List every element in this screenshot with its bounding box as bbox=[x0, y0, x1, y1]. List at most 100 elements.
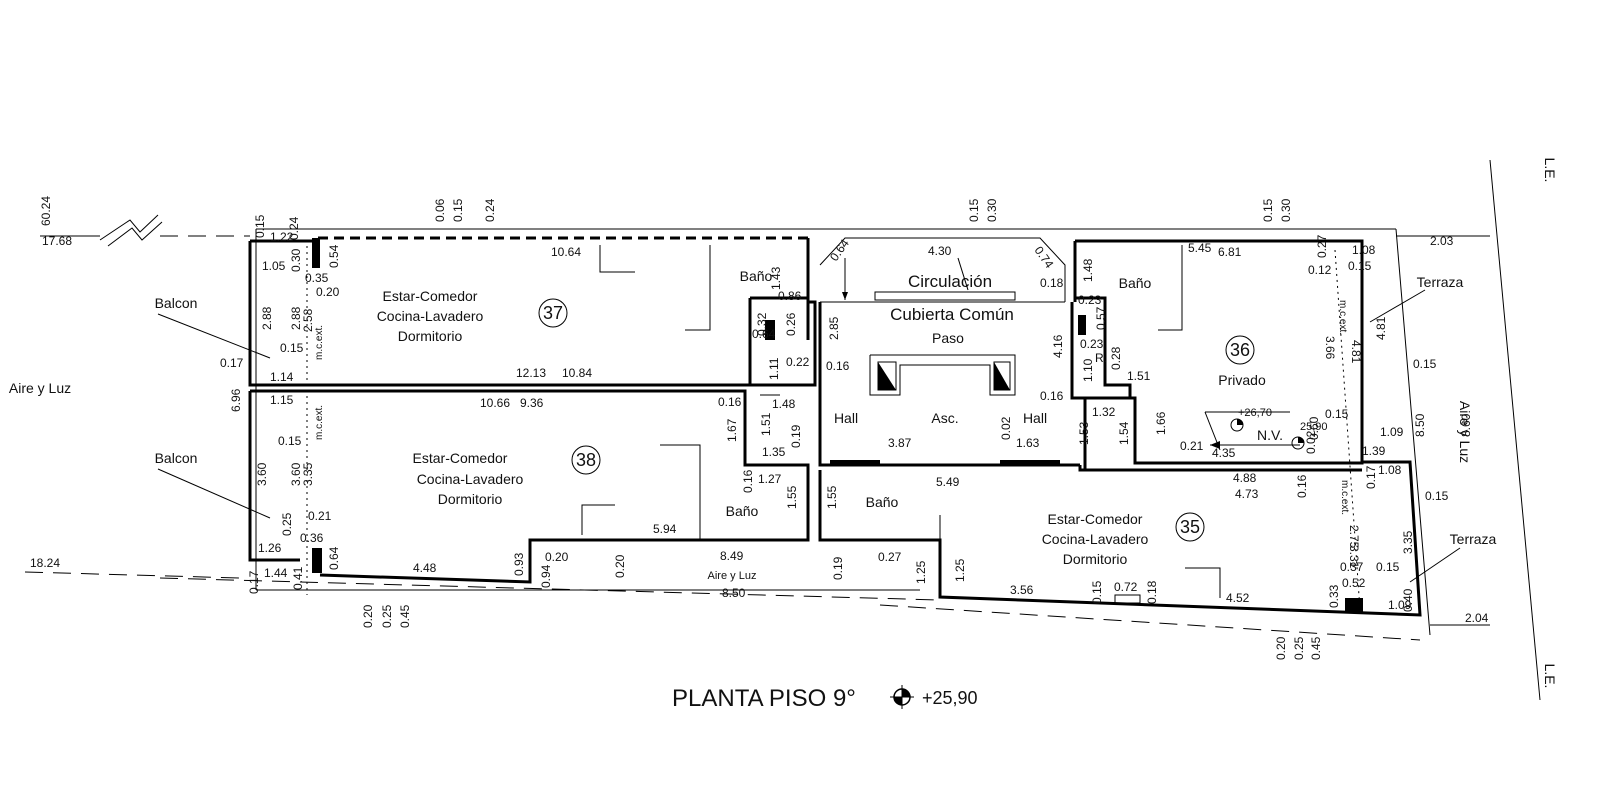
label-terraza-35: Terraza bbox=[1450, 531, 1497, 547]
dimension-label: 2.04 bbox=[1465, 611, 1489, 625]
dimension-label: 0.16 bbox=[718, 395, 742, 409]
dimension-label: 0.20 bbox=[613, 554, 627, 578]
dimension-label: 1.32 bbox=[1092, 405, 1116, 419]
dimension-label: 18.24 bbox=[30, 556, 60, 570]
dimension-label: 8.50 bbox=[722, 586, 746, 600]
dimension-label: 1.08 bbox=[1378, 463, 1402, 477]
dimension-label: 0.15 bbox=[1261, 198, 1275, 222]
dimension-label: 9.36 bbox=[520, 396, 544, 410]
dimension-label: 4.35 bbox=[1212, 446, 1236, 460]
unit-38-circle bbox=[571, 445, 601, 475]
level-value-1: +26,70 bbox=[1238, 407, 1272, 419]
dimension-label: 60.24 bbox=[39, 196, 53, 226]
dimension-label: 0.30 bbox=[289, 248, 303, 272]
dimension-label: 0.16 bbox=[1295, 474, 1309, 498]
dimension-label: 1.53 bbox=[1077, 421, 1091, 445]
dimension-label: 0.12 bbox=[1308, 263, 1332, 277]
dimension-label: 2.58 bbox=[301, 308, 315, 332]
dimension-label: 0.15 bbox=[451, 198, 465, 222]
label-balcon-38: Balcon bbox=[155, 450, 198, 466]
dimension-label: 1.27 bbox=[758, 472, 782, 486]
dimension-label: 0.21 bbox=[308, 509, 332, 523]
dimension-label: 1.51 bbox=[1127, 369, 1151, 383]
dimension-label: 1.25 bbox=[953, 558, 967, 582]
dimension-label: 0.15 bbox=[1348, 259, 1372, 273]
dimension-label: 4.88 bbox=[1233, 471, 1257, 485]
dimension-label: 4.52 bbox=[1226, 591, 1250, 605]
dimension-label: 0.57 bbox=[1094, 306, 1108, 330]
dimension-label: 0.30 bbox=[985, 198, 999, 222]
dimension-label: 0.17 bbox=[247, 570, 261, 594]
dimension-label: 2.88 bbox=[289, 306, 303, 330]
dimension-label: 4.16 bbox=[1051, 334, 1065, 358]
dimension-label: 10.64 bbox=[551, 245, 581, 259]
dimension-label: 0.19 bbox=[789, 424, 803, 448]
level-symbols bbox=[1204, 411, 1305, 451]
dimension-label: 0.36 bbox=[300, 531, 324, 545]
dimension-label: 0.24 bbox=[483, 198, 497, 222]
dimension-label: 1.11 bbox=[767, 357, 781, 380]
u37-line-2: Cocina-Lavadero bbox=[377, 308, 484, 324]
dimension-label: 0.17 bbox=[220, 356, 244, 370]
dimension-label: 5.49 bbox=[936, 475, 960, 489]
dimension-label: 0.20 bbox=[361, 604, 375, 628]
dimension-label: 0.15 bbox=[1325, 407, 1349, 421]
dimension-label: 4.73 bbox=[1235, 487, 1259, 501]
dimension-label: 0.52 bbox=[1342, 576, 1366, 590]
plan-level: +25,90 bbox=[922, 688, 978, 708]
u38-line-1: Estar-Comedor bbox=[413, 450, 508, 466]
dimension-label: 0.37 bbox=[1340, 560, 1364, 574]
label-asc: Asc. bbox=[931, 410, 958, 426]
dimension-label: 17.68 bbox=[42, 234, 72, 248]
dimension-label: 1.55 bbox=[785, 485, 799, 509]
dimension-label: 0.40 bbox=[1401, 588, 1415, 612]
dimension-label: 12.13 bbox=[516, 366, 546, 380]
dimension-label: 1.09 bbox=[1380, 425, 1404, 439]
dimension-label: 0.23 bbox=[1078, 293, 1102, 307]
dimension-label: 1.10 bbox=[1081, 358, 1095, 382]
label-bano-38: Baño bbox=[726, 503, 759, 519]
label-hall-right: Hall bbox=[1023, 410, 1047, 426]
line-edificacion-bottom: L.E. bbox=[1542, 664, 1558, 689]
dimension-label: 0.06 bbox=[433, 198, 447, 222]
dimension-label: 0.20 bbox=[316, 285, 340, 299]
dimension-label: 3.35 bbox=[301, 462, 315, 486]
label-cubierta: Cubierta Común bbox=[890, 305, 1014, 324]
mcext-35: m.c.ext. bbox=[1339, 480, 1350, 515]
dimension-label: 1.54 bbox=[1117, 421, 1131, 445]
dimension-label: 1.43 bbox=[769, 266, 783, 290]
dimension-label: 4.30 bbox=[928, 244, 952, 258]
lot-lines bbox=[24, 159, 1541, 701]
dimension-label: 0.15 bbox=[1376, 560, 1400, 574]
dimension-label: 0.25 bbox=[380, 604, 394, 628]
label-bano-37: Baño bbox=[740, 268, 773, 284]
label-r: R. bbox=[1095, 351, 1107, 365]
label-bano-35: Baño bbox=[866, 494, 899, 510]
dimension-label: 0.15 bbox=[253, 214, 267, 238]
dimension-label: 0.35 bbox=[305, 271, 329, 285]
dimension-label: 0.15 bbox=[1425, 489, 1449, 503]
u38-line-3: Dormitorio bbox=[438, 491, 503, 507]
unit-37-circle bbox=[538, 298, 568, 328]
u37-line-3: Dormitorio bbox=[398, 328, 463, 344]
dimension-label: 0.20 bbox=[1274, 636, 1288, 660]
dimension-label: 0.64 bbox=[827, 236, 852, 263]
label-hall-left: Hall bbox=[834, 410, 858, 426]
dimension-label: 0.86 bbox=[778, 289, 802, 303]
dimension-label: 0.18 bbox=[1145, 580, 1159, 604]
dimension-label: 0.20 bbox=[545, 550, 569, 564]
mcext-37: m.c.ext. bbox=[314, 325, 325, 360]
column bbox=[312, 238, 320, 268]
dimension-label: 0.21 bbox=[1180, 439, 1204, 453]
dimension-label: 0.15 bbox=[1090, 580, 1104, 604]
dimension-label: 0.02 bbox=[1304, 430, 1318, 454]
dimension-label: 1.05 bbox=[262, 259, 286, 273]
dimension-label: 3.60 bbox=[289, 462, 303, 486]
dimension-label: 1.48 bbox=[1081, 258, 1095, 282]
dimension-label: 0.17 bbox=[1364, 465, 1378, 489]
mcext-38: m.c.ext. bbox=[314, 405, 325, 440]
unit-35-circle bbox=[1175, 512, 1205, 542]
dimension-label: 0.18 bbox=[1040, 276, 1064, 290]
dimension-label: 1.51 bbox=[759, 412, 773, 436]
leader-lines bbox=[157, 257, 1461, 583]
